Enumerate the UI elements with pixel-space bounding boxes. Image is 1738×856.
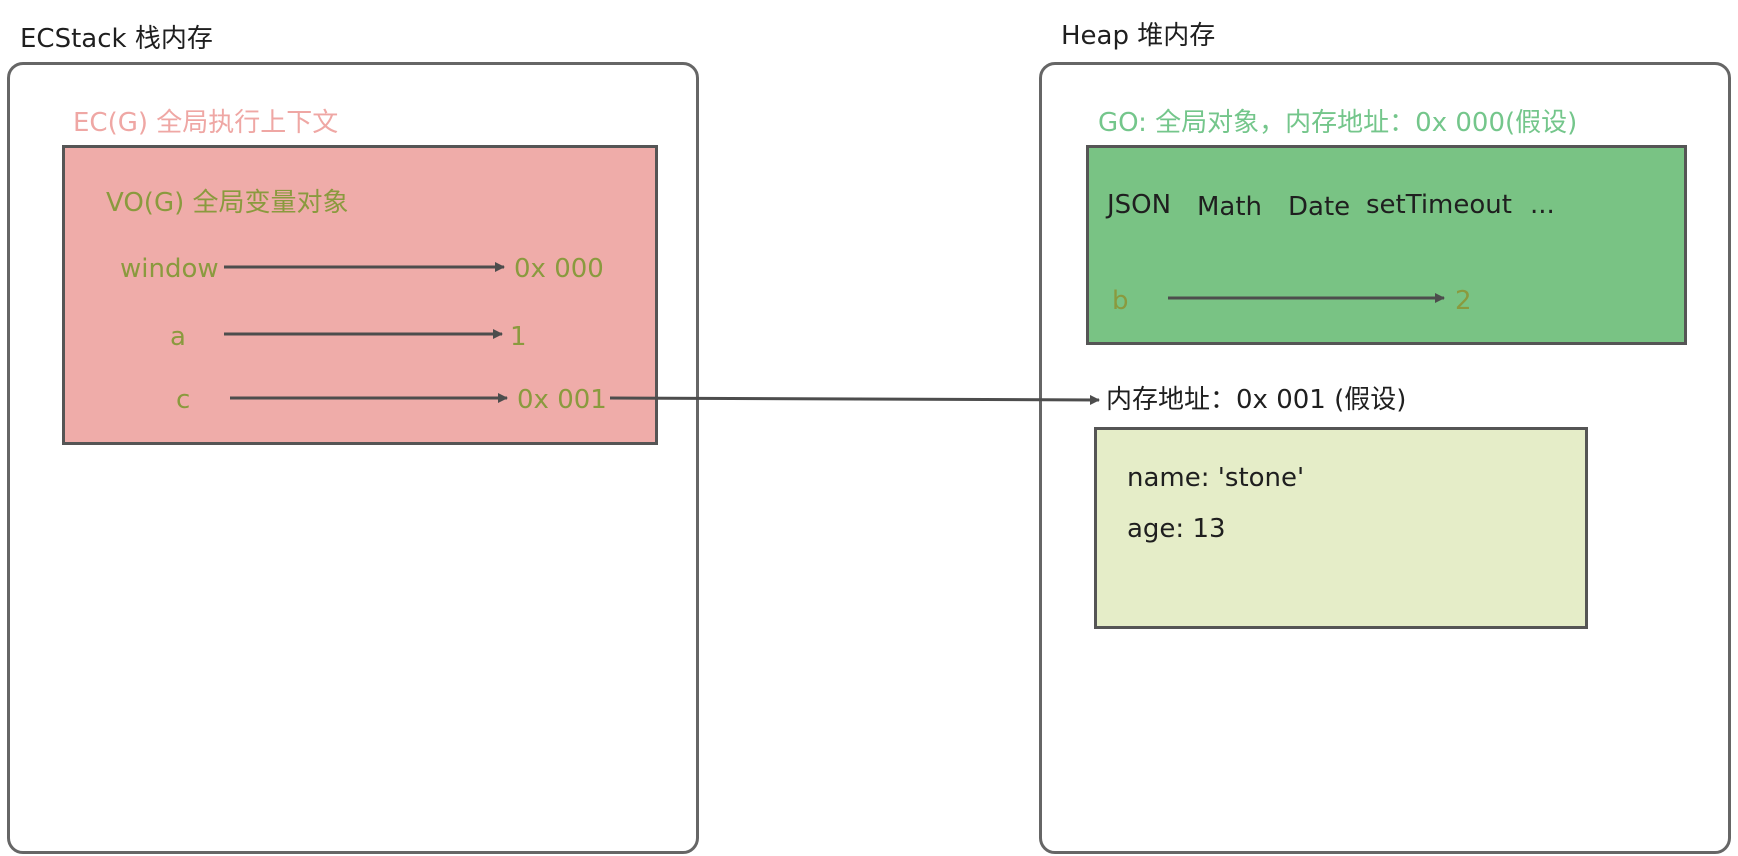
- var-name-a: a: [170, 322, 186, 352]
- var-value-window: 0x 000: [514, 254, 604, 284]
- go-prop-json: JSON: [1107, 190, 1172, 220]
- go-prop-settimeout: setTimeout: [1366, 190, 1512, 220]
- var-value-c: 0x 001: [517, 385, 607, 415]
- go-label: GO: 全局对象，内存地址：0x 000(假设): [1098, 108, 1578, 138]
- object-prop-name: name: 'stone': [1127, 463, 1305, 493]
- var-value-a: 1: [510, 322, 527, 352]
- go-prop-more: ...: [1530, 190, 1555, 220]
- go-var-value-b: 2: [1455, 286, 1472, 316]
- var-name-window: window: [120, 254, 219, 284]
- vo-global-label: VO(G) 全局变量对象: [106, 188, 349, 218]
- stack-title: ECStack 栈内存: [20, 24, 213, 54]
- go-box: [1086, 145, 1687, 345]
- ec-global-label: EC(G) 全局执行上下文: [73, 108, 339, 138]
- object-address-label: 内存地址：0x 001 (假设): [1106, 385, 1407, 415]
- object-box: [1094, 427, 1588, 629]
- heap-title: Heap 堆内存: [1061, 21, 1216, 51]
- go-var-name-b: b: [1112, 286, 1129, 316]
- var-name-c: c: [176, 385, 191, 415]
- go-prop-date: Date: [1288, 192, 1351, 222]
- go-prop-math: Math: [1197, 192, 1263, 222]
- object-prop-age: age: 13: [1127, 514, 1226, 544]
- ec-global-box: [62, 145, 658, 445]
